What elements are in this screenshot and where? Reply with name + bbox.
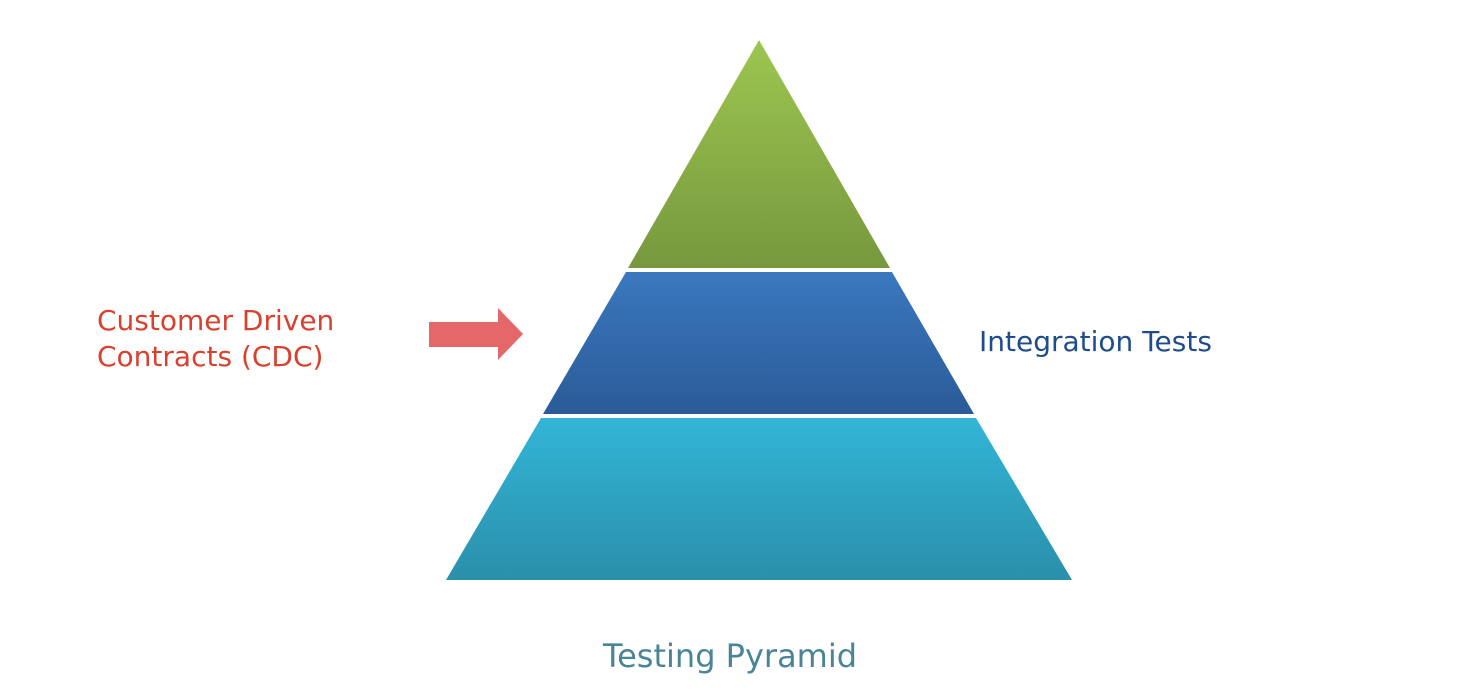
cdc-label-line1: Customer Driven: [97, 304, 335, 337]
pyramid-bottom-tier: [446, 418, 1072, 580]
diagram-title: Testing Pyramid: [603, 637, 858, 675]
pyramid-middle-tier: [543, 272, 974, 414]
cdc-label: Customer Driven Contracts (CDC): [97, 303, 334, 375]
cdc-label-line2: Contracts (CDC): [97, 340, 324, 373]
pyramid-top-tier: [628, 40, 890, 268]
integration-tests-label: Integration Tests: [979, 325, 1212, 358]
arrow-icon: [429, 308, 523, 360]
